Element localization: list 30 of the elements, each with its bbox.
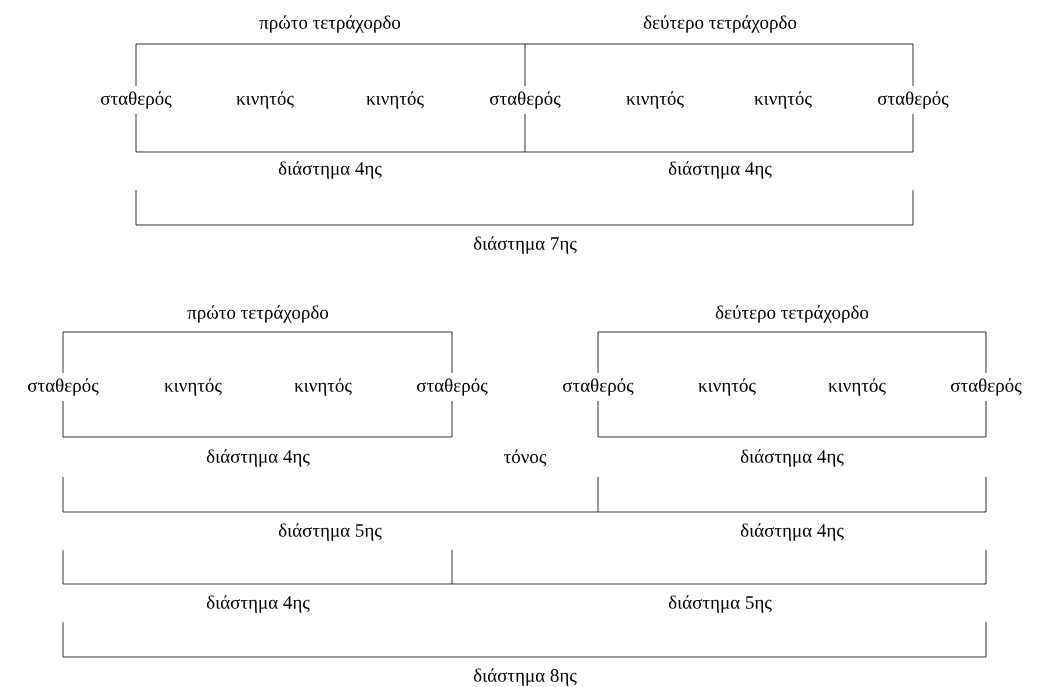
interval-label: διάστημα 4ης (740, 449, 844, 467)
note-label: κινητός (698, 378, 756, 396)
note-label: σταθερός (417, 378, 488, 396)
interval-label: διάστημα 4ης (740, 523, 844, 541)
tetrachord-label: πρώτο τετράχορδο (259, 15, 401, 33)
note-label: σταθερός (28, 378, 99, 396)
note-label: κινητός (294, 378, 352, 396)
note-label: σταθερός (490, 91, 561, 109)
tetrachord-label: δεύτερο τετράχορδο (643, 15, 797, 33)
note-label: σταθερός (878, 91, 949, 109)
note-label: κινητός (236, 91, 294, 109)
interval-label: διάστημα 4ης (206, 595, 310, 613)
note-label: κινητός (366, 91, 424, 109)
tetrachord-label: δεύτερο τετράχορδο (715, 305, 869, 323)
note-label: σταθερός (563, 378, 634, 396)
note-label: σταθερός (951, 378, 1022, 396)
note-label: κινητός (164, 378, 222, 396)
interval-label: διάστημα 5ης (668, 595, 772, 613)
note-label: κινητός (828, 378, 886, 396)
interval-label: διάστημα 4ης (206, 449, 310, 467)
tetrachord-label: πρώτο τετράχορδο (187, 305, 329, 323)
interval-label: διάστημα 8ης (473, 668, 577, 686)
note-label: κινητός (754, 91, 812, 109)
interval-label: τόνος (504, 449, 547, 467)
interval-label: διάστημα 4ης (668, 161, 772, 179)
interval-label: διάστημα 7ης (473, 236, 577, 254)
note-label: κινητός (626, 91, 684, 109)
interval-label: διάστημα 4ης (278, 161, 382, 179)
interval-label: διάστημα 5ης (278, 523, 382, 541)
note-label: σταθερός (101, 91, 172, 109)
